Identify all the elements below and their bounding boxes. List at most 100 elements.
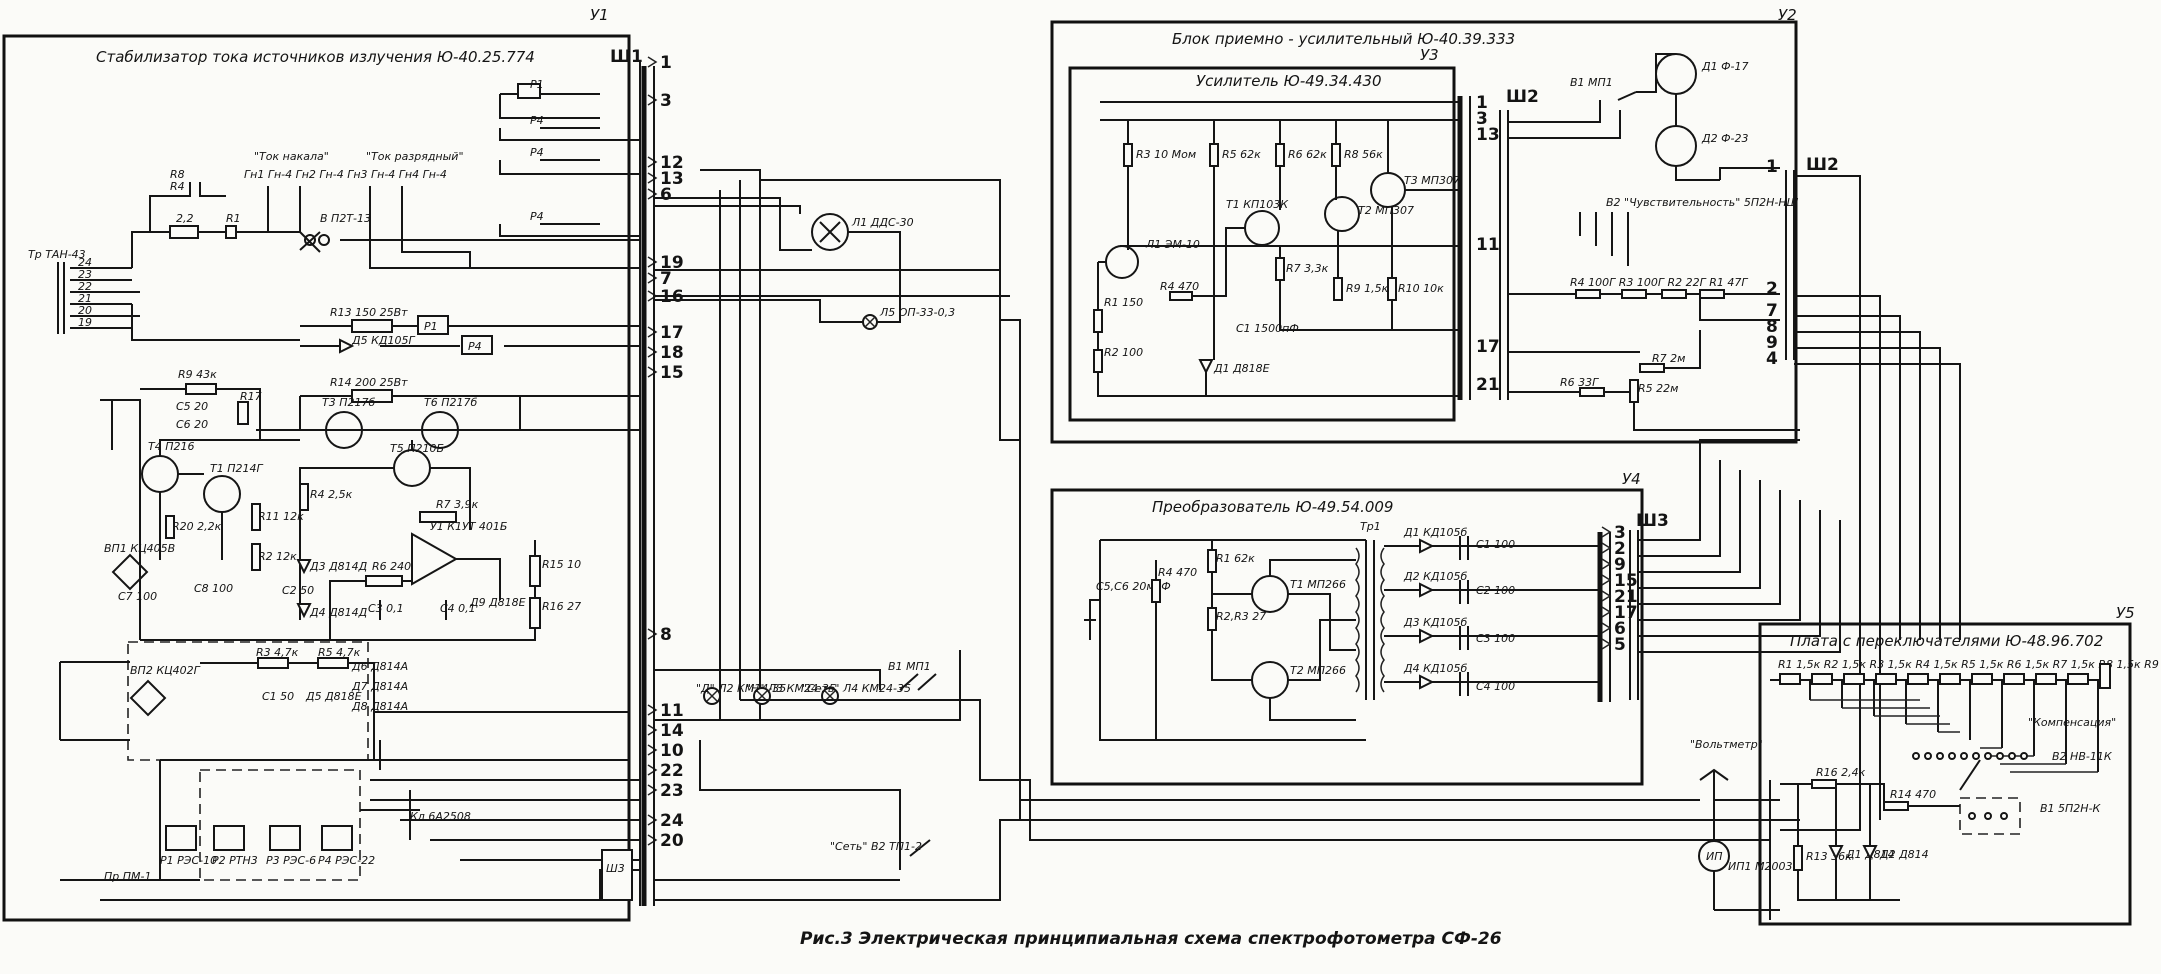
- sh1-pin-marker: [647, 834, 658, 846]
- sh1-pin-14: 14: [660, 721, 684, 741]
- svg-text:Д1 КД105б: Д1 КД105б: [1403, 526, 1467, 539]
- svg-text:Т6 П217б: Т6 П217б: [424, 396, 477, 409]
- svg-text:R4 2,5к: R4 2,5к: [310, 488, 353, 501]
- svg-text:R4 100Г R3 100Г R2 22Г R1: R4 100Г R3 100Г R2 22Г R1 47Г: [1570, 276, 1748, 289]
- svg-text:Р4: Р4: [530, 146, 544, 159]
- block-u3-title: Усилитель Ю-49.34.430: [1196, 72, 1382, 90]
- svg-text:R16 27: R16 27: [542, 600, 581, 613]
- u5-meter-ip1: ИП ИП1 М2003: [1698, 840, 1792, 873]
- u5-compensation-label: "Компенсация": [2028, 716, 2116, 729]
- sh1-pin-11: 11: [660, 701, 684, 721]
- u1-t4: Т4 П216: [141, 440, 194, 493]
- svg-text:"Сеть" Л4 КМ24-35: "Сеть" Л4 КМ24-35: [802, 682, 911, 695]
- svg-text:R10 10к: R10 10к: [1398, 282, 1444, 295]
- block-u5-title: Плата с переключателями Ю-48.96.702: [1790, 632, 2103, 650]
- u1-regulator-transistors: Т3 П217б Т6 П217б Т5 П210Б Т4 П216 Т1 П2…: [141, 396, 521, 620]
- u1-r13-label: R13 150 25Вт: [330, 306, 408, 319]
- u1-relay-contacts: Р1 Р4 Р4 Р4: [499, 78, 640, 237]
- u3-t2: Т2 МП307: [1324, 196, 1414, 232]
- svg-text:R2 12к: R2 12к: [258, 550, 297, 563]
- sh1-pin-marker: [647, 272, 658, 284]
- svg-text:8: 8: [1766, 317, 1778, 337]
- u1-transformer-label: Тр ТАН-43: [28, 248, 86, 261]
- svg-text:Д4 КД105б: Д4 КД105б: [1403, 662, 1467, 675]
- svg-text:В1 МП1: В1 МП1: [888, 660, 931, 673]
- svg-text:Р1 РЭС-10: Р1 РЭС-10: [160, 854, 217, 867]
- sh1-pin-marker: [647, 94, 658, 106]
- svg-text:R2,R3 27: R2,R3 27: [1216, 610, 1266, 623]
- svg-text:"Н" Л3 КМ24-35: "Н" Л3 КМ24-35: [746, 682, 836, 695]
- u3-r5: R5 62к: [1209, 143, 1261, 167]
- u2-sensitivity-switch: В2 "Чувствительность" 5П2Н-НШ R4 100Г R3…: [1508, 167, 1800, 431]
- block-u1-tag: У1: [590, 6, 609, 24]
- sh1-pin-23: 23: [660, 781, 684, 801]
- sh1-pin-marker: [647, 188, 658, 200]
- u1-r8-value: 2,2: [176, 212, 194, 225]
- sh1-pin-22: 22: [660, 761, 684, 781]
- svg-text:21: 21: [1476, 375, 1500, 395]
- u2-photocell-d1: Д1 Ф-17: [1655, 53, 1749, 95]
- sh1-pin-17: 17: [660, 323, 684, 343]
- sh1-pin-13: 13: [660, 169, 684, 189]
- sh3-pin-marker: [1601, 590, 1612, 602]
- sh3-pin-9: 9: [1614, 555, 1626, 575]
- svg-text:С8 100: С8 100: [194, 582, 233, 595]
- sh3-pin-marker: [1601, 526, 1612, 538]
- sh1-pin-marker: [647, 764, 658, 776]
- svg-text:R4 470: R4 470: [1158, 566, 1197, 579]
- u4-converter: С5,С6 20мкФ R4 470 R1 62к R2,R3 27 Т1 МП…: [1084, 520, 1611, 741]
- svg-text:Л1 ДДС-30: Л1 ДДС-30: [851, 216, 914, 229]
- svg-text:R17: R17: [240, 390, 262, 403]
- svg-text:С5 20: С5 20: [176, 400, 208, 413]
- svg-text:Р3 РЭС-6: Р3 РЭС-6: [266, 854, 316, 867]
- svg-text:В2 "Чувствительность" 5П2Н-НШ: В2 "Чувствительность" 5П2Н-НШ: [1606, 196, 1799, 209]
- u1-jacks: Гн1 Гн-4 Гн2 Гн-4 Гн3 Гн-4 Гн4 Гн-4: [244, 168, 447, 181]
- svg-text:23: 23: [78, 268, 92, 281]
- svg-text:С2 50: С2 50: [282, 584, 314, 597]
- svg-text:R1 150: R1 150: [1104, 296, 1143, 309]
- svg-text:17: 17: [1476, 337, 1500, 357]
- sh1-pin-marker: [647, 744, 658, 756]
- svg-text:R15 10: R15 10: [542, 558, 581, 571]
- sh1-pin-3: 3: [660, 91, 672, 111]
- connector-sh3-small: Ш3: [601, 849, 633, 901]
- svg-text:1: 1: [1476, 93, 1488, 113]
- svg-text:Ш3: Ш3: [1636, 511, 1669, 531]
- u2-photocells: Д1 Ф-17 Д2 Ф-23 В1 МП1: [1508, 53, 1749, 181]
- svg-text:4: 4: [1766, 349, 1778, 369]
- u5-v2-label: В2 НВ-11К: [2052, 750, 2113, 763]
- sh1-pin-marker: [647, 724, 658, 736]
- sh1-pin-marker: [647, 346, 658, 358]
- sh1-pin-20: 20: [660, 831, 684, 851]
- svg-text:R8 56к: R8 56к: [1344, 148, 1383, 161]
- svg-text:Т1 МП266: Т1 МП266: [1290, 578, 1346, 591]
- sh1-pin-10: 10: [660, 741, 684, 761]
- u1-r4-label: R4: [170, 180, 185, 193]
- u3-r3: R3 10 Мом: [1123, 143, 1196, 167]
- svg-text:Д3 КД105б: Д3 КД105б: [1403, 616, 1467, 629]
- sh3-pin-marker: [1601, 622, 1612, 634]
- svg-text:Т1 КП103К: Т1 КП103К: [1226, 198, 1289, 211]
- sh1-pin-8: 8: [660, 625, 672, 645]
- lamp-l5: Л5 ОП-33-0,3: [862, 306, 955, 330]
- svg-text:19: 19: [78, 316, 92, 329]
- svg-text:R6 33Г: R6 33Г: [1560, 376, 1599, 389]
- svg-text:Д2 Ф-23: Д2 Ф-23: [1701, 132, 1749, 145]
- u1-t6: Т6 П217б: [421, 396, 477, 449]
- svg-text:Т2 МП266: Т2 МП266: [1290, 664, 1346, 677]
- sh3-pin-21: 21: [1614, 587, 1638, 607]
- u1-tok-nakala: "Ток накала": [254, 150, 329, 163]
- u1-t1: Т1 П214Г: [203, 462, 263, 513]
- svg-text:Д9 Д818Е: Д9 Д818Е: [469, 596, 526, 609]
- svg-text:7: 7: [1766, 301, 1778, 321]
- u3-amplifier: R3 10 Мом R5 62к R6 62к R8 56к Т1 КП103К…: [1093, 93, 1500, 400]
- svg-text:Кл 6А2508: Кл 6А2508: [410, 810, 471, 823]
- u5-range-switch: [1959, 797, 2021, 835]
- sh1-pin-18: 18: [660, 343, 684, 363]
- u1-power-supply: ВП2 КЦ402Г R3 4,7к R5 4,7к С1 50 Д5 Д818…: [59, 584, 630, 761]
- u4-rectifiers: Д1 КД105б Д2 КД105б Д3 КД105б Д4 КД105б …: [1384, 526, 1600, 696]
- sh1-pin-marker: [647, 628, 658, 640]
